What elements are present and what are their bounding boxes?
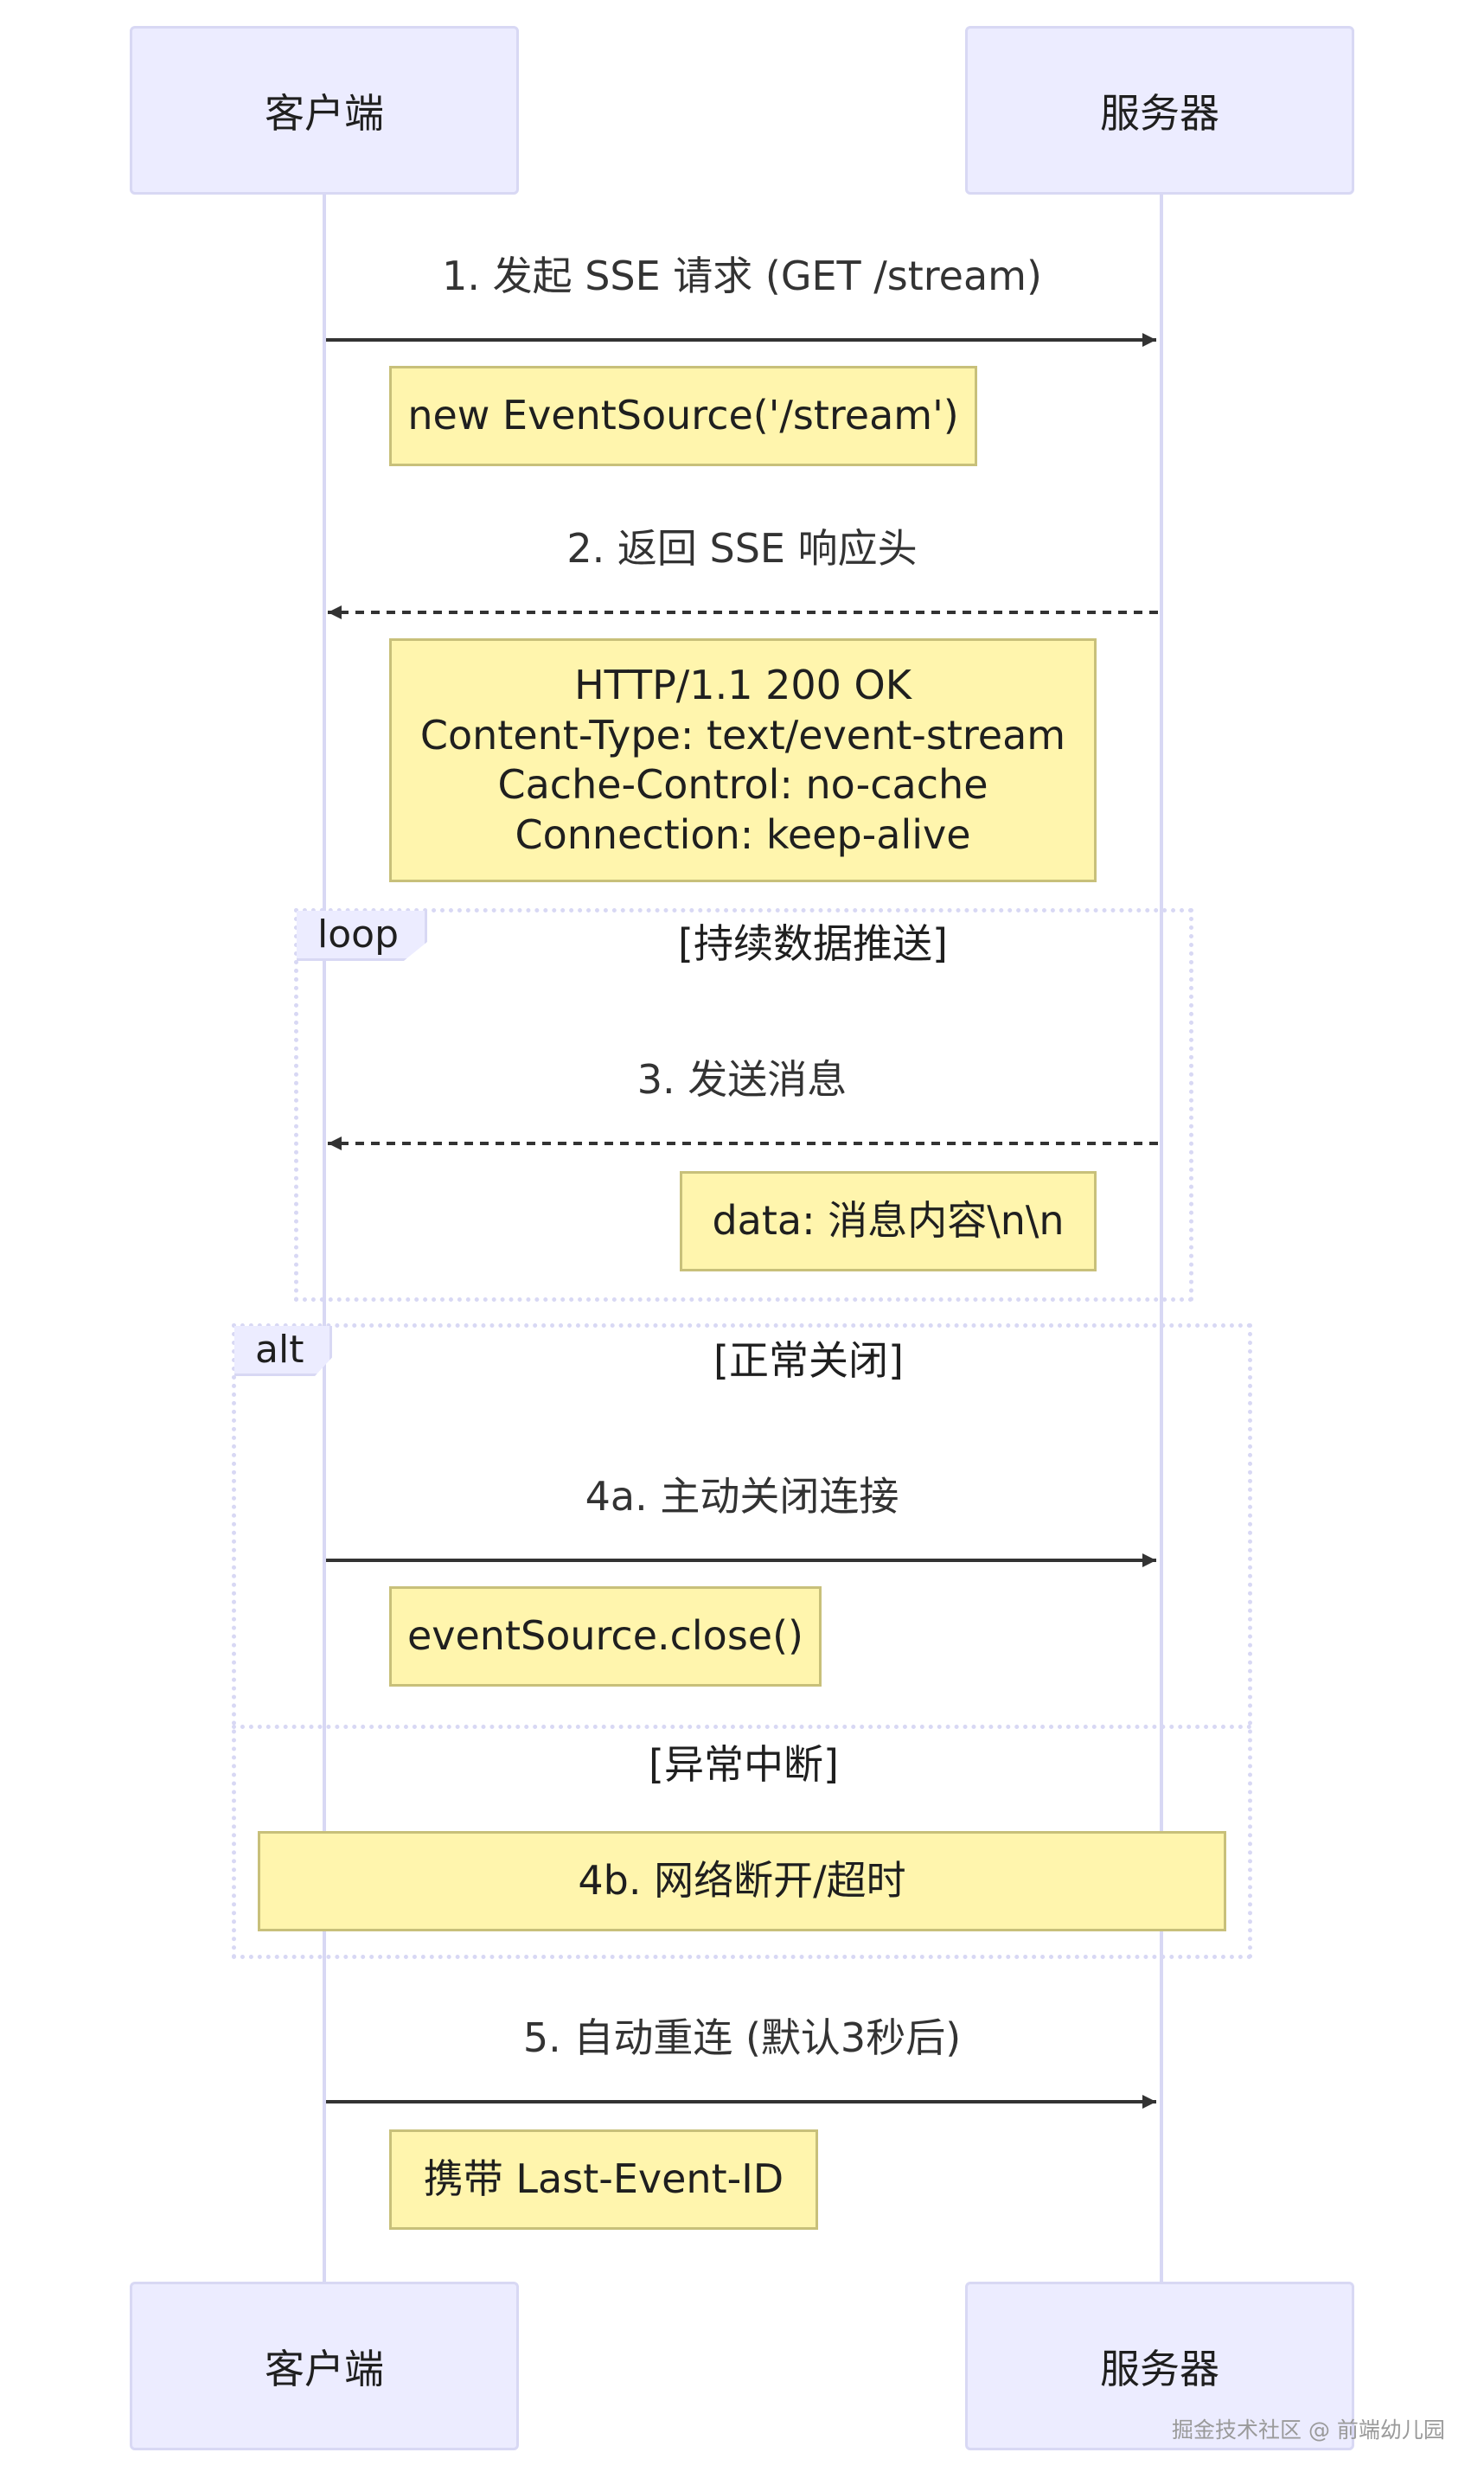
watermark: 掘金技术社区 @ 前端幼儿园 <box>1172 2417 1445 2443</box>
note-eventsource-close: eventSource.close() <box>389 1586 822 1687</box>
alt-else-divider <box>232 1725 1252 1729</box>
note-new-eventsource: new EventSource('/stream') <box>389 366 977 466</box>
message-2-label: 2. 返回 SSE 响应头 <box>566 525 918 572</box>
client-lifeline <box>323 192 326 2285</box>
alt-condition: [正常关闭] <box>713 1337 904 1384</box>
server-lifeline <box>1160 192 1163 2285</box>
note-header-line-2: Content-Type: text/event-stream <box>419 711 1066 759</box>
message-3-label: 3. 发送消息 <box>636 1056 848 1103</box>
loop-frame <box>294 908 1193 1302</box>
note-header-line-4: Connection: keep-alive <box>515 810 971 858</box>
note-network-timeout: 4b. 网络断开/超时 <box>258 1831 1226 1931</box>
note-response-headers: HTTP/1.1 200 OK Content-Type: text/event… <box>389 638 1097 882</box>
client-actor-bottom: 客户端 <box>130 2282 519 2450</box>
note-last-event-id: 携带 Last-Event-ID <box>389 2129 818 2230</box>
server-actor-top: 服务器 <box>965 26 1354 195</box>
client-actor-top: 客户端 <box>130 26 519 195</box>
note-data-message: data: 消息内容\n\n <box>680 1171 1097 1271</box>
alt-frame <box>232 1323 1252 1959</box>
message-1-label: 1. 发起 SSE 请求 (GET /stream) <box>442 253 1042 299</box>
note-header-line-1: HTTP/1.1 200 OK <box>574 662 912 708</box>
loop-frame-tag: loop <box>297 911 427 961</box>
alt-else-condition: [异常中断] <box>649 1741 839 1788</box>
alt-frame-tag: alt <box>234 1326 333 1376</box>
message-5-label: 5. 自动重连 (默认3秒后) <box>522 2014 962 2061</box>
message-4a-label: 4a. 主动关闭连接 <box>585 1473 899 1520</box>
note-header-line-3: Cache-Control: no-cache <box>497 761 988 808</box>
server-actor-bottom: 服务器 <box>965 2282 1354 2450</box>
loop-condition: [持续数据推送] <box>678 920 948 967</box>
